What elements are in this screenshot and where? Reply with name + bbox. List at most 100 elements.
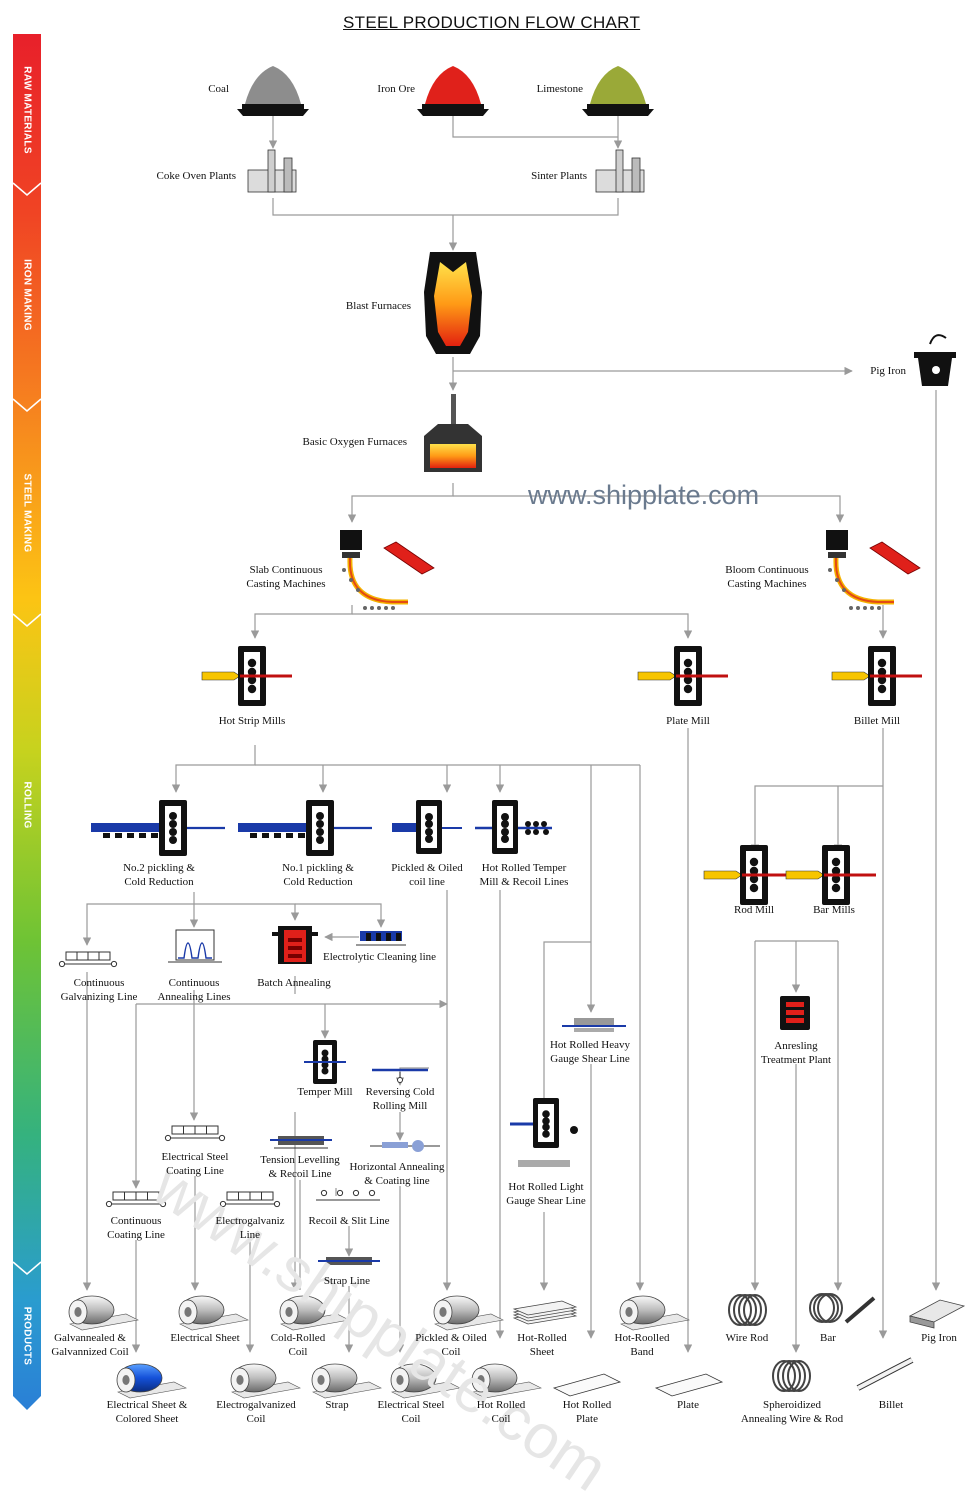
furnace-fire xyxy=(434,262,472,346)
shear-sheet xyxy=(574,1018,614,1025)
label-heavy-shear: Hot Rolled Heavy Gauge Shear Line xyxy=(549,1039,631,1065)
factory-chimney xyxy=(267,149,276,193)
material-tray xyxy=(587,104,649,109)
feed-billet xyxy=(637,671,677,681)
temper-mill-icon xyxy=(304,1040,346,1084)
mill-roll xyxy=(321,1055,329,1063)
shear-sheet xyxy=(518,1160,570,1167)
guide-roll xyxy=(849,606,853,610)
line-roller xyxy=(115,833,122,838)
connector-line xyxy=(194,903,300,921)
mill-roll xyxy=(542,1123,550,1131)
connector-line xyxy=(543,941,591,1112)
product-galvannealed: Galvannealed & Galvannized Coil xyxy=(51,1332,129,1358)
pickled-oiled-line-icon xyxy=(392,800,462,854)
ingot-side xyxy=(909,1315,935,1329)
galvannealed-coil-icon xyxy=(68,1295,139,1331)
line-roller xyxy=(250,833,257,838)
product-electrical-colored-sheet: Electrical Sheet & Colored Sheet xyxy=(106,1399,188,1425)
mill-roll xyxy=(877,684,887,694)
line-roller xyxy=(139,833,146,838)
ladle-eye xyxy=(932,366,940,374)
mill-roll xyxy=(749,883,759,893)
tundish xyxy=(826,530,848,550)
shear-roll xyxy=(570,1126,578,1134)
no2-pickling-icon xyxy=(91,800,225,856)
guide-roll xyxy=(342,568,346,572)
hot-temper-mill-icon xyxy=(475,800,552,854)
mill-roll xyxy=(501,835,509,843)
coke-oven-icon xyxy=(247,149,297,193)
label-electrolytic: Electrolytic Cleaning line xyxy=(323,951,437,963)
billet-mill-icon xyxy=(831,646,922,706)
shear-sheet xyxy=(574,1028,614,1032)
cont-anneal-icon xyxy=(168,929,222,963)
factory-tower xyxy=(631,157,641,193)
anneal-drum xyxy=(412,1140,424,1152)
product-billet: Billet xyxy=(878,1399,904,1411)
strand xyxy=(833,557,894,605)
bar-fill xyxy=(857,1358,913,1390)
stage-iron-making: IRON MAKING xyxy=(21,259,33,331)
product-cold-rolled-coil: Cold-Rolled Coil xyxy=(270,1332,326,1358)
connector-line xyxy=(272,198,619,216)
material-pile xyxy=(590,66,646,104)
watermark: www.shipplate.com xyxy=(528,480,760,510)
line-roller xyxy=(274,833,281,838)
strap-coil-icon xyxy=(311,1363,382,1399)
coil-hole xyxy=(625,1307,633,1317)
stage-rolling: ROLLING xyxy=(21,781,33,829)
stage-band-fill xyxy=(13,34,41,1410)
process-icons xyxy=(58,66,966,1399)
connector-lines xyxy=(82,114,941,1353)
coil-stack xyxy=(288,954,302,958)
ladle-rim xyxy=(914,352,956,358)
mill-roll xyxy=(831,857,841,867)
conveyor-wheel xyxy=(164,1134,172,1142)
mill-roll xyxy=(749,874,759,884)
slit-roll xyxy=(352,1189,360,1197)
mill-roll xyxy=(501,820,509,828)
anneal-frame xyxy=(175,929,215,961)
recoil-roll xyxy=(533,829,539,835)
label-cont-galv: Continuous Galvanizing Line xyxy=(60,977,138,1003)
label-bar-mills: Bar Mills xyxy=(813,904,855,916)
electrical-colored-sheet-icon xyxy=(116,1363,187,1399)
mill-roll xyxy=(247,667,257,677)
guide-roll xyxy=(835,578,839,582)
label-hot-temper-mill: Hot Rolled Temper Mill & Recoil Lines xyxy=(479,862,569,888)
slab-product xyxy=(869,541,921,575)
guide-roll xyxy=(384,606,388,610)
mill-roll xyxy=(877,667,887,677)
tension-levelling-icon xyxy=(270,1136,332,1149)
bar-product-icon xyxy=(809,1293,876,1324)
strip-line xyxy=(91,823,161,832)
treatment-coil xyxy=(786,1002,804,1007)
mill-roll xyxy=(321,1049,329,1057)
mill-roll xyxy=(247,658,257,668)
electrogalvanized-coil-icon xyxy=(230,1363,301,1399)
reversing-mill-icon xyxy=(372,1068,428,1083)
factory-tower xyxy=(283,157,293,193)
wire-loop xyxy=(733,1294,757,1326)
wire-loop xyxy=(782,1360,806,1392)
mill-roll xyxy=(247,675,257,685)
feed-billet xyxy=(785,870,825,880)
electrical-sheet-coil-icon xyxy=(178,1295,249,1331)
connector-line xyxy=(250,605,353,639)
guide-roll xyxy=(863,606,867,610)
mill-roll xyxy=(683,675,693,685)
material-pile xyxy=(425,66,481,104)
product-wire-rod: Wire Rod xyxy=(725,1332,769,1344)
connector-line xyxy=(82,903,194,946)
guide-roll xyxy=(363,606,367,610)
wire-loop xyxy=(728,1294,752,1326)
wire-loop xyxy=(777,1360,801,1392)
label-hot-strip-mills: Hot Strip Mills xyxy=(218,715,286,727)
mill-roll xyxy=(425,820,433,828)
sinter-plant-icon xyxy=(595,149,645,193)
bar-mill-icon xyxy=(785,845,876,905)
cont-coating-icon xyxy=(105,1191,167,1208)
coil-hole xyxy=(477,1375,485,1385)
stage-divider xyxy=(12,1261,42,1276)
